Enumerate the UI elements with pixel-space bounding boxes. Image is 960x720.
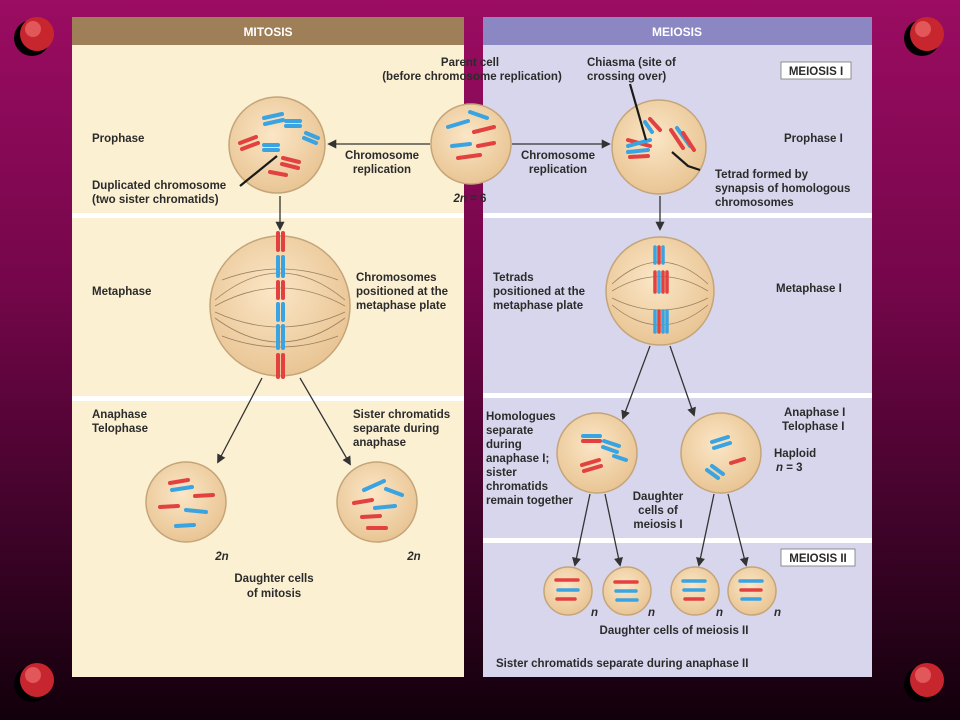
meiosis2-daughter-cell-1 [543,566,593,616]
pointer-lines [239,83,701,187]
meiosis1-daughter-label-3: meiosis I [633,519,682,531]
meiosis1-box-label: MEIOSIS I [789,66,843,78]
corner-bullet-bottom-right [904,663,944,702]
meiosis2-box [780,548,856,567]
sister-chromatids-note-1: Sister chromatids [353,409,450,421]
chiasma-label-1: Chiasma (site of [587,57,676,69]
meiosis-header: MEIOSIS [652,25,702,39]
duplicated-chromosome-sublabel: (two sister chromatids) [92,194,219,206]
homologues-note-6: chromatids [486,481,548,493]
meiosis2-n-label-1: n [591,607,598,619]
meiosis-header-bar [483,17,872,45]
row-separators [72,213,872,543]
mitosis-daughter-cell-right [336,461,418,543]
homologues-note-5: sister [486,467,517,479]
mitosis-ploidy-left: 2n [214,551,228,563]
mitosis-telophase-label: Telophase [92,423,148,435]
mitosis-ploidy-right: 2n [406,551,420,563]
replication-right-2: replication [529,164,587,176]
parent-ploidy: 2n = 6 [453,193,487,205]
meiosis-metaphase1-label: Metaphase I [776,283,842,295]
meiosis1-daughter-cell-right [680,412,762,494]
corner-bullet-bottom-left [14,663,54,702]
meiosis2-box-label: MEIOSIS II [789,553,847,565]
meiosis-telophase1-label: Telophase I [782,421,844,433]
replication-right-1: Chromosome [521,150,595,162]
sister-chromatids-note-2: separate during [353,423,439,435]
mitosis-header: MITOSIS [243,25,292,39]
parent-cell-sublabel: (before chromosome replication) [382,71,562,83]
meiosis-prophase1-cell [611,99,707,195]
mitosis-daughter-cell-left [145,461,227,543]
tetrads-note-3: metaphase plate [493,300,583,312]
mitosis-anaphase-label: Anaphase [92,409,147,421]
tetrad-label-1: Tetrad formed by [715,169,809,181]
tetrads-note-1: Tetrads [493,272,534,284]
meiosis-prophase1-label: Prophase I [784,133,843,145]
homologues-note-7: remain together [486,495,573,507]
meiosis2-n-label-4: n [774,607,781,619]
sister-chromatids-note-3: anaphase [353,437,406,449]
mitosis-header-bar [72,17,464,45]
meiosis2-daughter-label: Daughter cells of meiosis II [600,625,749,637]
chiasma-label-2: crossing over) [587,71,666,83]
homologues-note-2: separate [486,425,533,437]
corner-bullet-top-left [14,17,54,56]
meiosis1-daughter-cell-left [556,412,638,494]
tetrad-label-2: synapsis of homologous [715,183,850,195]
meiosis2-daughter-cell-4 [727,566,777,616]
meiosis2-n-label-3: n [716,607,723,619]
mitosis-daughter-label-2: of mitosis [247,588,301,600]
haploid-label: Haploid [774,448,816,460]
replication-left-2: replication [353,164,411,176]
replication-left-1: Chromosome [345,150,419,162]
parent-cell [430,103,512,185]
meiosis1-daughter-label-1: Daughter [633,491,684,503]
sister-chromatids-anaphase2-label: Sister chromatids separate during anapha… [496,658,748,670]
homologues-note-1: Homologues [486,411,556,423]
metaphase-note-2: positioned at the [356,286,448,298]
metaphase-note-3: metaphase plate [356,300,446,312]
haploid-count: n = 3 [776,462,803,474]
mitosis-prophase-label: Prophase [92,133,144,145]
meiosis2-daughter-cell-3 [670,566,720,616]
process-arrows [217,139,749,567]
mitosis-prophase-cell [228,96,326,194]
meiosis2-n-label-2: n [648,607,655,619]
duplicated-chromosome-label: Duplicated chromosome [92,180,226,192]
meiosis1-box [780,61,852,80]
parent-cell-label: Parent cell [441,57,499,69]
tetrads-note-2: positioned at the [493,286,585,298]
mitosis-metaphase-cell [209,231,351,379]
meiosis1-daughter-label-2: cells of [638,505,678,517]
metaphase-note-1: Chromosomes [356,272,437,284]
homologues-note-4: anaphase I; [486,453,549,465]
meiosis-metaphase1-cell [605,236,715,346]
homologues-note-3: during [486,439,522,451]
mitosis-metaphase-label: Metaphase [92,286,151,298]
meiosis-anaphase1-label: Anaphase I [784,407,845,419]
meiosis2-daughter-cell-2 [602,566,652,616]
mitosis-daughter-label-1: Daughter cells [234,573,313,585]
tetrad-label-3: chromosomes [715,197,794,209]
corner-bullet-top-right [904,17,944,56]
